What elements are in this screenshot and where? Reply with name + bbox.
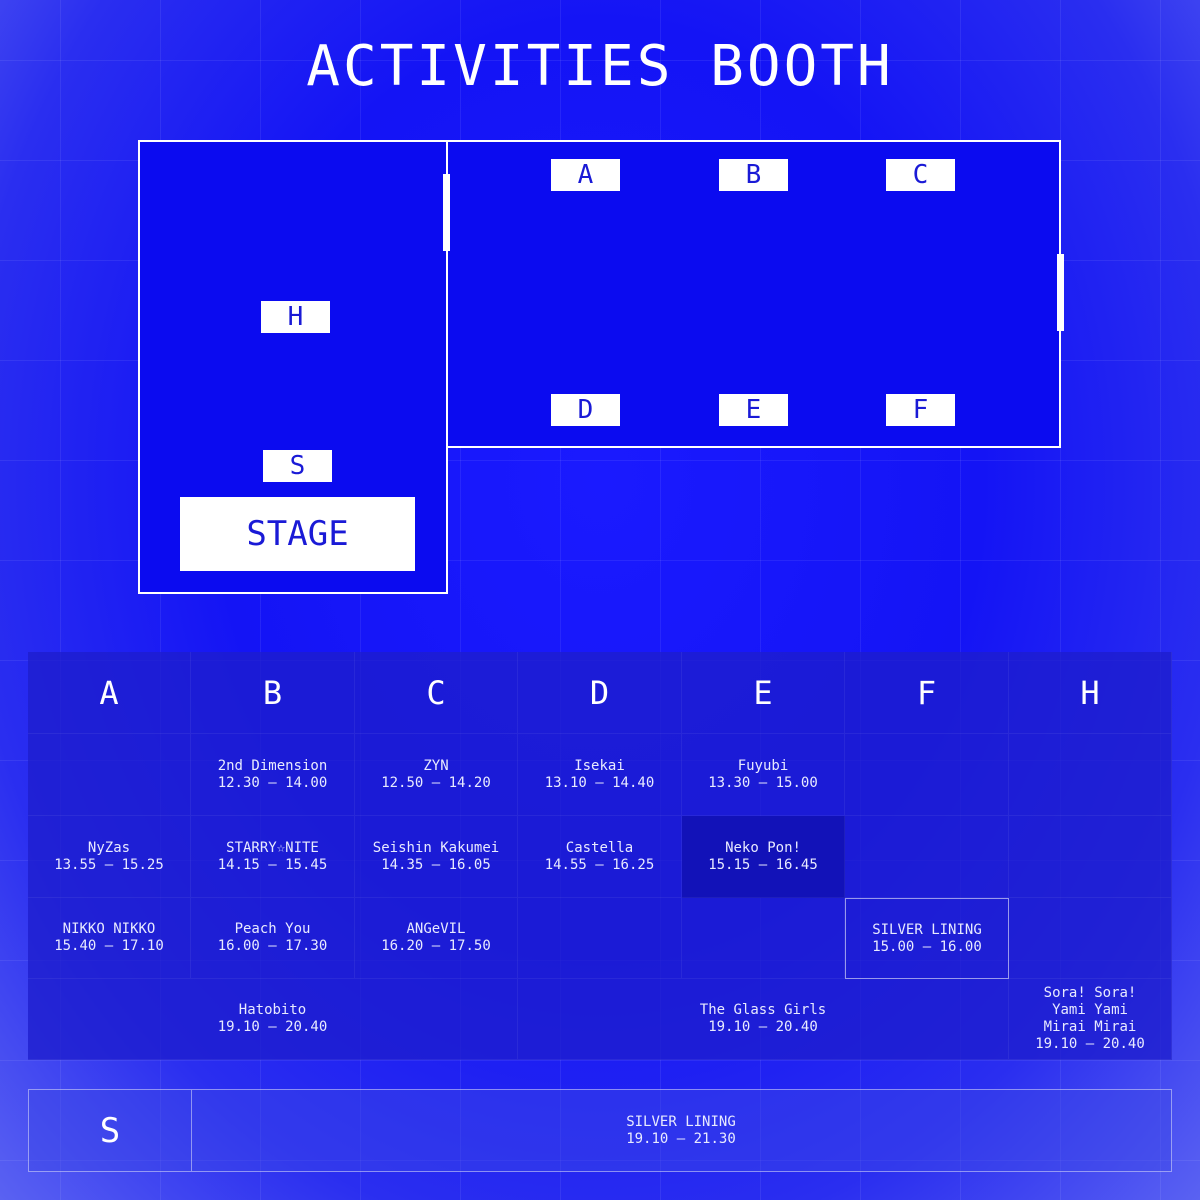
- connecting-door: [443, 174, 450, 251]
- act-time: 19.10 — 20.40: [708, 1019, 818, 1035]
- header-d: D: [518, 652, 682, 734]
- act-name: Seishin Kakumei: [372, 839, 500, 856]
- act-name: STARRY☆NITE: [226, 839, 319, 856]
- slot-b-3[interactable]: Peach You 16.00 — 17.30: [191, 898, 355, 979]
- header-e: E: [682, 652, 845, 734]
- act-name: Fuyubi: [737, 757, 789, 774]
- stage-schedule-row: S SILVER LINING 19.10 — 21.30: [28, 1089, 1172, 1172]
- header-f: F: [845, 652, 1009, 734]
- slot-b-2[interactable]: STARRY☆NITE 14.15 — 15.45: [191, 816, 355, 898]
- act-name: SILVER LINING: [872, 921, 982, 938]
- booth-marker-c[interactable]: C: [886, 159, 955, 191]
- stage-row-label: S: [29, 1090, 192, 1171]
- slot-e-2[interactable]: Neko Pon! 15.15 — 16.45: [682, 816, 845, 898]
- header-c: C: [355, 652, 518, 734]
- act-time: 13.30 — 15.00: [708, 774, 818, 791]
- slot-abc-4[interactable]: Hatobito 19.10 — 20.40: [28, 979, 518, 1060]
- booth-marker-s[interactable]: S: [263, 450, 332, 482]
- act-time: 13.55 — 15.25: [54, 856, 164, 873]
- act-name: The Glass Girls: [699, 1002, 827, 1018]
- booth-marker-a[interactable]: A: [551, 159, 620, 191]
- slot-a-3[interactable]: NIKKO NIKKO 15.40 — 17.10: [28, 898, 191, 979]
- booth-marker-b[interactable]: B: [719, 159, 788, 191]
- slot-e-3: [682, 898, 845, 979]
- act-name: Peach You: [234, 921, 311, 937]
- booth-marker-d[interactable]: D: [551, 394, 620, 426]
- act-name: ANGeVIL: [406, 921, 466, 937]
- act-time: 14.35 — 16.05: [381, 856, 491, 873]
- act-time: 15.40 — 17.10: [54, 938, 164, 954]
- header-a: A: [28, 652, 191, 734]
- slot-h-1: [1009, 734, 1172, 816]
- header-b: B: [191, 652, 355, 734]
- act-name: 2nd Dimension: [217, 757, 328, 774]
- stage-block[interactable]: STAGE: [180, 497, 415, 571]
- act-time: 16.20 — 17.50: [381, 938, 491, 954]
- booth-marker-f[interactable]: F: [886, 394, 955, 426]
- booth-marker-h[interactable]: H: [261, 301, 330, 333]
- slot-a-1: [28, 734, 191, 816]
- slot-e-1[interactable]: Fuyubi 13.30 — 15.00: [682, 734, 845, 816]
- booth-marker-e[interactable]: E: [719, 394, 788, 426]
- act-name: Neko Pon!: [725, 839, 801, 856]
- slot-c-1[interactable]: ZYN 12.50 — 14.20: [355, 734, 518, 816]
- act-name-line-2: Yami Yami: [1052, 1002, 1128, 1018]
- act-time: 19.10 — 20.40: [217, 1019, 328, 1035]
- slot-f-1: [845, 734, 1009, 816]
- slot-c-3[interactable]: ANGeVIL 16.20 — 17.50: [355, 898, 518, 979]
- act-name: NIKKO NIKKO: [62, 921, 156, 937]
- act-time: 14.55 — 16.25: [544, 856, 655, 873]
- act-time: 13.10 — 14.40: [544, 774, 655, 791]
- slot-c-2[interactable]: Seishin Kakumei 14.35 — 16.05: [355, 816, 518, 898]
- slot-h-3: [1009, 898, 1172, 979]
- slot-d-1[interactable]: Isekai 13.10 — 14.40: [518, 734, 682, 816]
- act-name: Isekai: [574, 757, 625, 774]
- page-title: ACTIVITIES BOOTH: [306, 34, 894, 99]
- slot-d-2[interactable]: Castella 14.55 — 16.25: [518, 816, 682, 898]
- slot-f-3[interactable]: SILVER LINING 15.00 — 16.00: [845, 898, 1009, 979]
- act-name: Hatobito: [238, 1002, 307, 1018]
- act-name: Castella: [565, 839, 634, 856]
- act-name-line-3: Mirai Mirai: [1043, 1019, 1137, 1035]
- act-time: 12.30 — 14.00: [217, 774, 328, 791]
- entrance-door: [1057, 254, 1064, 331]
- act-name-line-1: Sora! Sora!: [1043, 985, 1137, 1001]
- act-name: SILVER LINING: [626, 1113, 736, 1130]
- header-h: H: [1009, 652, 1172, 734]
- slot-f-2: [845, 816, 1009, 898]
- stage-slot[interactable]: SILVER LINING 19.10 — 21.30: [191, 1090, 1171, 1171]
- act-time: 15.00 — 16.00: [872, 938, 982, 955]
- act-time: 19.10 — 20.40: [1035, 1036, 1145, 1052]
- act-time: 12.50 — 14.20: [381, 774, 491, 791]
- act-name: ZYN: [423, 757, 449, 774]
- slot-h-4[interactable]: Sora! Sora! Yami Yami Mirai Mirai 19.10 …: [1009, 979, 1172, 1060]
- slot-h-2: [1009, 816, 1172, 898]
- slot-b-1[interactable]: 2nd Dimension 12.30 — 14.00: [191, 734, 355, 816]
- act-time: 15.15 — 16.45: [708, 856, 818, 873]
- slot-a-2[interactable]: NyZas 13.55 — 15.25: [28, 816, 191, 898]
- act-name: NyZas: [87, 839, 131, 856]
- slot-def-4[interactable]: The Glass Girls 19.10 — 20.40: [518, 979, 1009, 1060]
- act-time: 16.00 — 17.30: [217, 938, 328, 954]
- act-time: 19.10 — 21.30: [626, 1130, 736, 1147]
- slot-d-3: [518, 898, 682, 979]
- act-time: 14.15 — 15.45: [217, 856, 328, 873]
- schedule-table: A B C D E F H 2nd Dimension 12.30 — 14.0…: [28, 652, 1172, 1060]
